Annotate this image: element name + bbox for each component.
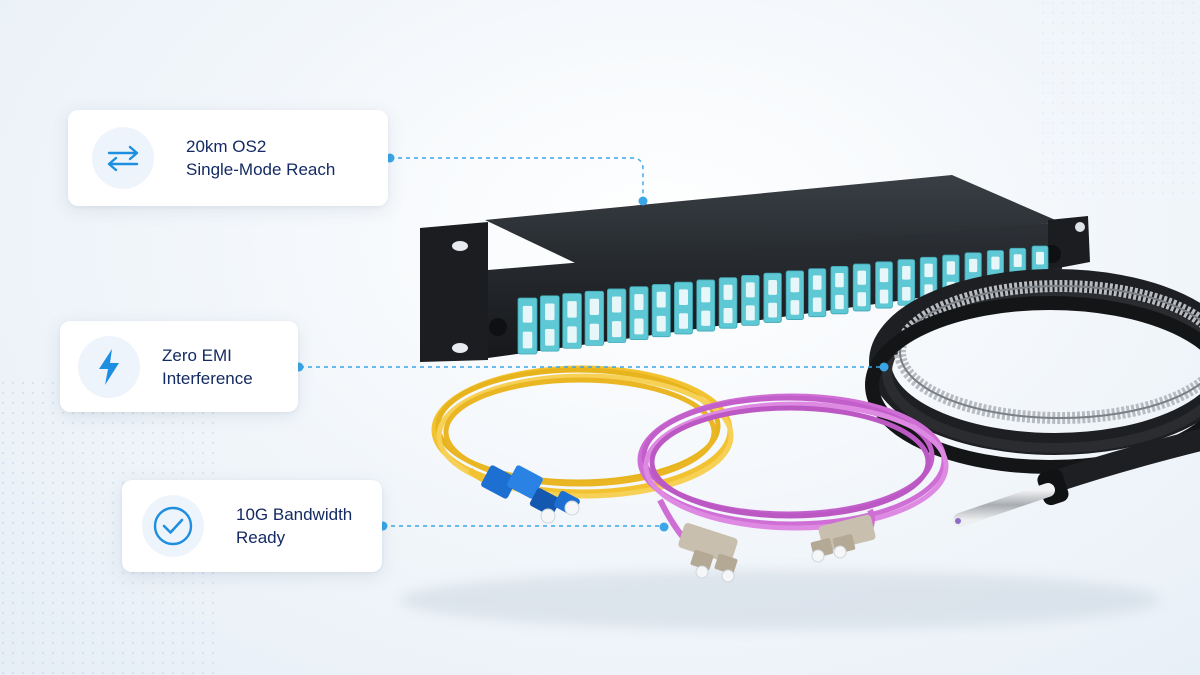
callout-bandwidth-line1: 10G Bandwidth [236, 505, 353, 524]
lc-port-array [517, 245, 1049, 355]
bidirectional-arrows-icon [92, 127, 154, 189]
callout-card-bandwidth: 10G Bandwidth Ready [122, 480, 382, 572]
callout-reach-line2: Single-Mode Reach [186, 160, 336, 179]
callout-text-emi: Zero EMI Interference [162, 344, 253, 390]
leader-line-reach [390, 157, 644, 198]
lc-port-module [606, 288, 627, 343]
lc-duplex-connector-right [810, 514, 876, 563]
lc-port-module [897, 259, 916, 306]
right-ear-screw [1075, 222, 1085, 232]
armored-black-cable-coil [865, 269, 1200, 527]
callout-text-bandwidth: 10G Bandwidth Ready [236, 503, 352, 549]
callout-bandwidth-line2: Ready [236, 528, 286, 547]
lightning-bolt-icon [78, 335, 140, 398]
callout-emi-line1: Zero EMI [162, 345, 232, 365]
lc-port-module [651, 284, 671, 338]
panel-top-surface [485, 175, 1060, 270]
left-thumbscrew [489, 318, 507, 336]
lc-port-module [696, 279, 716, 332]
fiber-patch-panel [420, 175, 1090, 362]
lc-duplex-connector-left [678, 523, 738, 583]
lc-port-module [785, 270, 805, 320]
lc-port-module [741, 274, 760, 326]
yellow-single-mode-cable [431, 365, 734, 499]
callout-emi-line2: Interference [162, 368, 253, 388]
lc-port-module [584, 290, 605, 346]
callout-card-emi: Zero EMI Interference [60, 321, 298, 412]
lc-port-module [517, 297, 538, 355]
panel-callout-dot [638, 196, 648, 206]
callout-text-reach: 20km OS2 Single-Mode Reach [186, 135, 335, 181]
lc-port-module [763, 272, 782, 323]
left-ear-hole-top [452, 241, 468, 251]
lc-port-module [808, 268, 827, 318]
lc-port-module [830, 265, 849, 315]
sc-duplex-connector [481, 465, 580, 524]
check-circle-icon [142, 495, 204, 557]
panel-left-ear [420, 222, 488, 362]
callout-reach-line1: 20km OS2 [186, 137, 267, 156]
lc-port-module [629, 286, 649, 341]
lc-port-module [539, 295, 560, 352]
lc-port-module [718, 277, 738, 329]
lc-port-module [875, 261, 893, 309]
left-ear-hole-bottom [452, 343, 468, 353]
lc-port-module [562, 293, 582, 349]
magenta-multimode-cable [637, 393, 949, 548]
lc-port-module [674, 281, 693, 335]
floor-shadow [400, 570, 1160, 630]
magenta-callout-dot [659, 522, 669, 532]
callout-leader-lines [300, 157, 880, 527]
cable-steel-tip [953, 483, 1055, 527]
coil-callout-dot [879, 362, 889, 372]
callout-card-reach: 20km OS2 Single-Mode Reach [68, 110, 388, 206]
lc-port-module [852, 263, 871, 312]
